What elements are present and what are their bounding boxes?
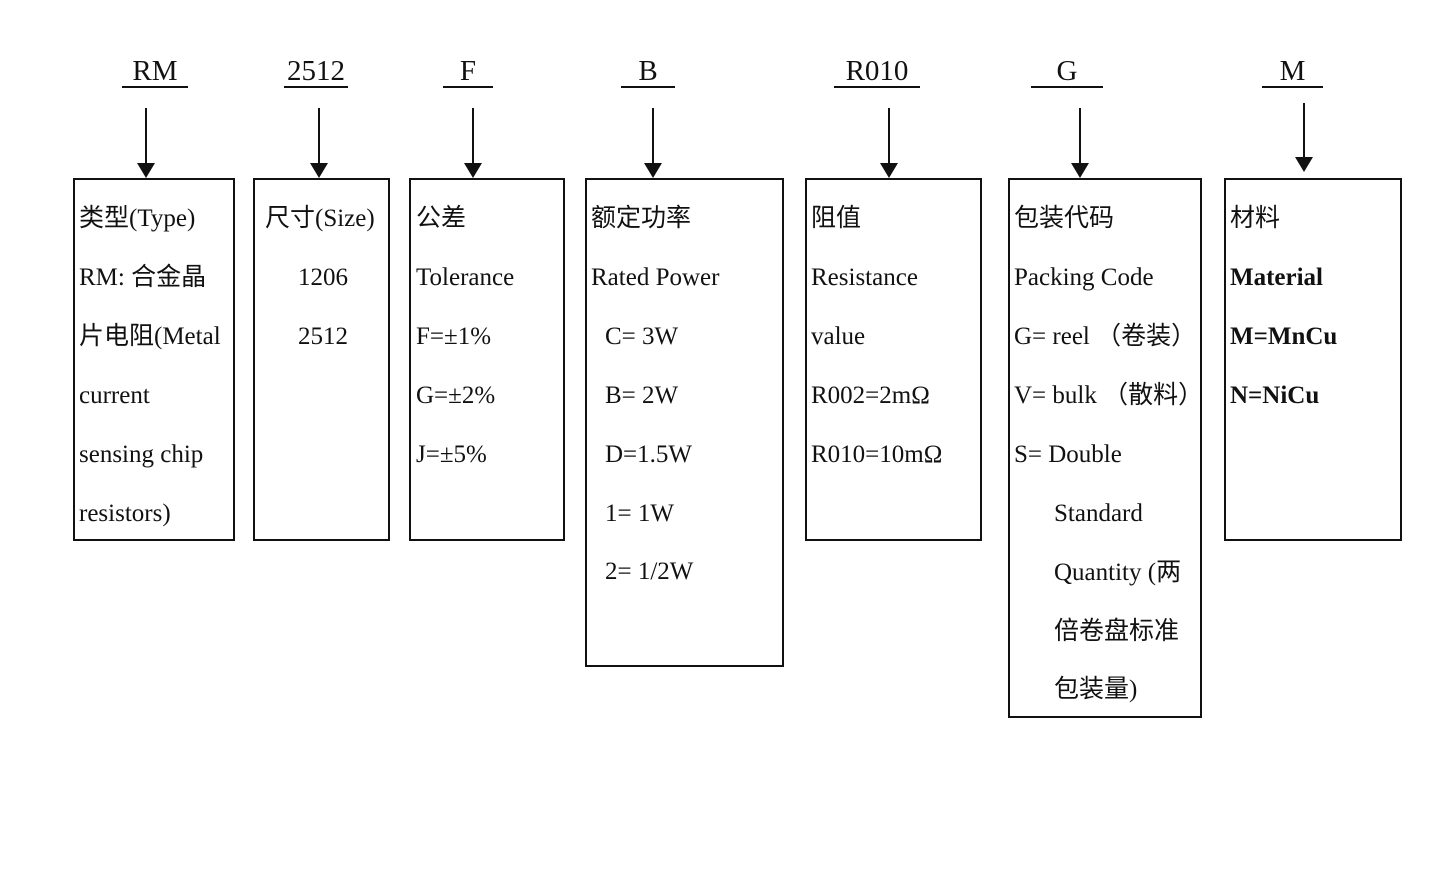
tolerance-box: 公差 Tolerance F=±1% G=±2% J=±5% <box>409 178 565 541</box>
code-power: B <box>621 54 675 88</box>
tolerance-line: G=±2% <box>416 382 496 409</box>
resistance-line: R002=2mΩ <box>811 382 930 409</box>
type-line: resistors) <box>79 500 171 527</box>
packing-line: 包装量) <box>1054 676 1138 703</box>
resistance-box: 阻值 Resistance value R002=2mΩ R010=10mΩ <box>805 178 982 541</box>
resistance-line: value <box>811 323 866 350</box>
power-line: C= 3W <box>605 323 679 350</box>
material-line: N=NiCu <box>1230 382 1320 409</box>
code-resistance: R010 <box>834 54 920 88</box>
power-line: 1= 1W <box>605 500 674 527</box>
type-line: current <box>79 382 150 409</box>
material-box: 材料 Material M=MnCu N=NiCu <box>1224 178 1402 541</box>
packing-line: Packing Code <box>1014 264 1154 291</box>
arrow-packing <box>1071 108 1089 178</box>
type-title: 类型(Type) <box>79 205 196 232</box>
resistance-title: 阻值 <box>811 205 862 232</box>
resistance-line: R010=10mΩ <box>811 441 943 468</box>
packing-line: Quantity (两 <box>1054 559 1182 586</box>
code-tolerance: F <box>443 54 493 88</box>
arrow-tolerance <box>464 108 482 178</box>
code-size: 2512 <box>284 54 348 88</box>
packing-line: 倍卷盘标准 <box>1054 618 1180 645</box>
power-box: 额定功率 Rated Power C= 3W B= 2W D=1.5W 1= 1… <box>585 178 784 667</box>
size-line: 1206 <box>298 264 348 291</box>
code-material: M <box>1262 54 1323 88</box>
power-line: Rated Power <box>591 264 720 291</box>
power-title: 额定功率 <box>591 205 692 232</box>
packing-line: S= Double <box>1014 441 1122 468</box>
packing-line: V= bulk （散料） <box>1014 382 1204 409</box>
arrow-resistance <box>880 108 898 178</box>
packing-box: 包装代码 Packing Code G= reel （卷装） V= bulk （… <box>1008 178 1204 718</box>
type-line: sensing chip <box>79 441 204 468</box>
power-line: B= 2W <box>605 382 679 409</box>
power-line: D=1.5W <box>605 441 692 468</box>
packing-line: G= reel （卷装） <box>1014 323 1197 350</box>
code-packing: G <box>1031 54 1103 88</box>
tolerance-line: Tolerance <box>416 264 515 291</box>
arrow-power <box>644 108 662 178</box>
size-line: 2512 <box>298 323 348 350</box>
arrow-type <box>137 108 155 178</box>
arrow-size <box>310 108 328 178</box>
type-line: 片电阻(Metal <box>79 323 221 350</box>
tolerance-line: F=±1% <box>416 323 492 350</box>
tolerance-line: J=±5% <box>416 441 487 468</box>
material-line: Material <box>1230 264 1324 291</box>
size-title: 尺寸(Size) <box>265 205 375 232</box>
type-box: 类型(Type) RM: 合金晶 片电阻(Metal current sensi… <box>73 178 235 541</box>
size-box: 尺寸(Size) 1206 2512 <box>253 178 390 541</box>
packing-title: 包装代码 <box>1014 205 1115 232</box>
packing-line: Standard <box>1054 500 1143 527</box>
code-rm: RM <box>122 54 188 88</box>
power-line: 2= 1/2W <box>605 558 694 585</box>
type-line: RM: 合金晶 <box>79 264 207 291</box>
material-title: 材料 <box>1230 205 1281 232</box>
arrow-material <box>1295 103 1313 172</box>
tolerance-title: 公差 <box>416 205 467 232</box>
material-line: M=MnCu <box>1230 323 1338 350</box>
resistance-line: Resistance <box>811 264 918 291</box>
